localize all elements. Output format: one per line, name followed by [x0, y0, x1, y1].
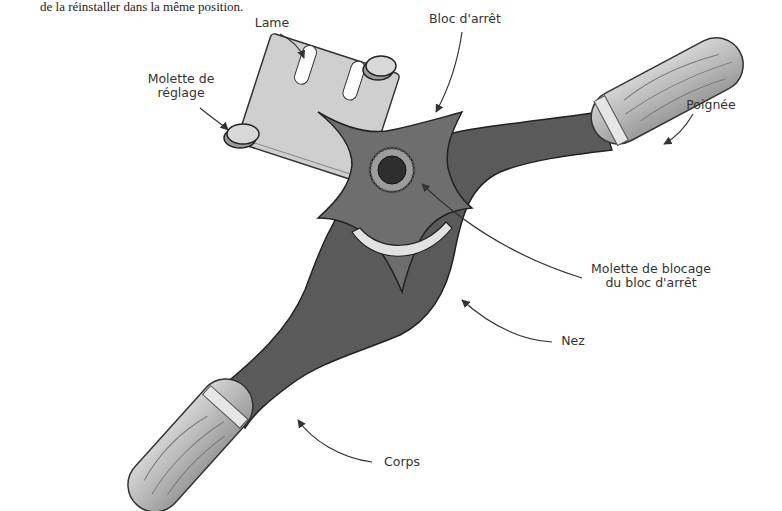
part-name: Lame [252, 16, 292, 30]
right-handle [582, 28, 753, 153]
leader-lines [200, 32, 693, 462]
part-name: Corps [376, 455, 428, 469]
part-name: Nez [556, 334, 590, 348]
body [215, 112, 612, 428]
locking-knob [370, 148, 414, 192]
part-name: Bloc d'arrêt [420, 12, 510, 26]
part-name: Molette de réglage [140, 72, 222, 101]
part-name: Poignée [676, 98, 746, 112]
part-name: Molette de blocage du bloc d'arrêt [586, 262, 716, 291]
left-handle [117, 368, 264, 511]
nose [352, 222, 452, 256]
cropped-caption-text: de la réinstaller dans la même position. [40, 0, 300, 15]
cap-iron [318, 112, 472, 292]
